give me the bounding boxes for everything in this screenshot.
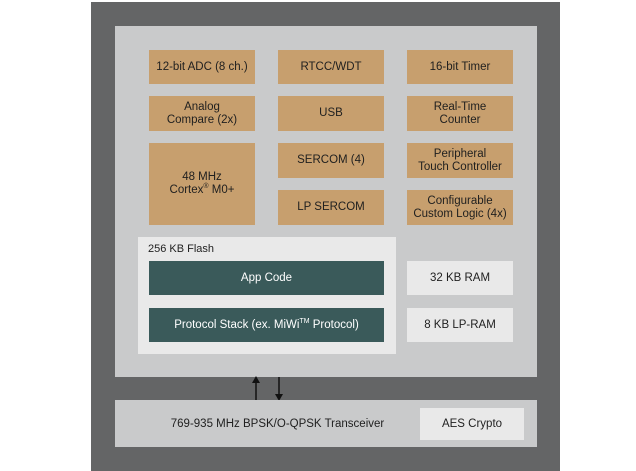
usb-label: USB bbox=[319, 107, 343, 119]
protocol-stack-block: Protocol Stack (ex. MiWiTM Protocol) bbox=[149, 308, 384, 342]
protocol-stack-label-tail: Protocol) bbox=[309, 318, 359, 331]
cpu-line-2b: M0+ bbox=[208, 184, 235, 196]
timer-block: 16-bit Timer bbox=[407, 50, 513, 84]
ptc-line-1: Peripheral bbox=[433, 147, 487, 160]
cpu-line-1: 48 MHz bbox=[182, 171, 222, 183]
adc-block: 12-bit ADC (8 ch.) bbox=[149, 50, 255, 84]
ram-block: 32 KB RAM bbox=[407, 261, 513, 295]
transceiver-label: 769-935 MHz BPSK/O-QPSK Transceiver bbox=[170, 417, 385, 430]
ptc-line-2: Touch Controller bbox=[418, 160, 502, 173]
app-code-block: App Code bbox=[149, 261, 384, 295]
sercom-label: SERCOM (4) bbox=[297, 154, 365, 166]
timer-label: 16-bit Timer bbox=[429, 60, 491, 73]
registered-mark: ® bbox=[203, 183, 209, 191]
sercom-block: SERCOM (4) bbox=[278, 143, 384, 178]
rtc-line-1: Real-Time bbox=[433, 100, 487, 113]
app-code-label: App Code bbox=[240, 271, 293, 284]
aes-crypto-block: AES Crypto bbox=[420, 408, 524, 440]
usb-block: USB bbox=[278, 96, 384, 131]
protocol-stack-label: Protocol Stack (ex. MiWi bbox=[174, 318, 300, 331]
lp-ram-block: 8 KB LP-RAM bbox=[407, 308, 513, 342]
flash-label: 256 KB Flash bbox=[148, 243, 215, 255]
aes-crypto-label: AES Crypto bbox=[441, 417, 503, 430]
ram-label: 32 KB RAM bbox=[429, 271, 491, 284]
trademark-mark: TM bbox=[299, 317, 310, 325]
ccl-line-2: Custom Logic (4x) bbox=[413, 207, 507, 220]
adc-label: 12-bit ADC (8 ch.) bbox=[156, 60, 248, 73]
rtc-line-2: Counter bbox=[439, 113, 481, 126]
lp-sercom-label: LP SERCOM bbox=[297, 201, 365, 213]
analog-line-1: Analog bbox=[184, 100, 220, 113]
transceiver-label-box: 769-935 MHz BPSK/O-QPSK Transceiver bbox=[145, 408, 410, 440]
lp-sercom-block: LP SERCOM bbox=[278, 190, 384, 225]
rtcc-label: RTCC/WDT bbox=[300, 60, 362, 73]
rtcc-wdt-block: RTCC/WDT bbox=[278, 50, 384, 84]
analog-line-2: Compare (2x) bbox=[166, 113, 238, 126]
ccl-line-1: Configurable bbox=[427, 194, 493, 207]
bidirectional-bus-arrows-icon bbox=[252, 376, 283, 401]
lp-ram-label: 8 KB LP-RAM bbox=[424, 318, 496, 331]
cpu-line-2: Cortex bbox=[169, 184, 204, 196]
